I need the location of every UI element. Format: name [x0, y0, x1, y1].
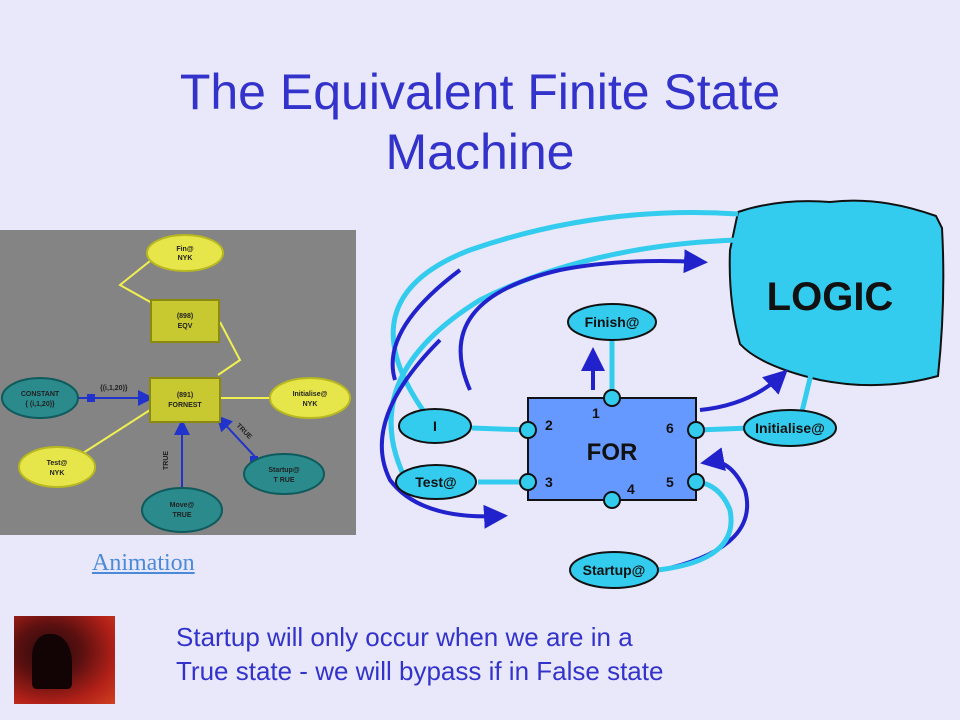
node-eqv-line1: (898) — [177, 313, 193, 320]
port-label-2: 2 — [545, 417, 553, 433]
for-block[interactable]: FOR 1 2 3 4 5 6 — [519, 389, 705, 509]
cyan-arc-inner — [388, 237, 739, 490]
caption-line-1: Startup will only occur when we are in a — [176, 622, 633, 652]
node-startup-line2: T RUE — [274, 477, 295, 484]
port-5 — [687, 473, 705, 491]
horsehead-nebula-thumbnail — [14, 616, 115, 704]
port-6 — [687, 421, 705, 439]
blue-arc-to-logic — [699, 369, 788, 412]
node-eqv[interactable]: (898) EQV — [150, 299, 220, 343]
node-i[interactable]: I — [398, 408, 472, 444]
node-constant-line2: { (i,1,20)} — [25, 401, 55, 408]
blue-arc-left-outer — [379, 338, 508, 529]
node-finish[interactable]: Finish@ — [567, 303, 657, 341]
port-1 — [603, 389, 621, 407]
node-constant[interactable]: CONSTANT { (i,1,20)} — [1, 377, 79, 419]
cyan-i-for — [471, 425, 529, 433]
node-initialise-line1: Initialise@ — [293, 391, 328, 398]
animation-link[interactable]: Animation — [92, 550, 195, 576]
port-label-4: 4 — [627, 481, 635, 497]
node-fornest-line2: FORNEST — [168, 402, 202, 409]
title-line-2: Machine — [385, 124, 575, 180]
node-move[interactable]: Move@ TRUE — [141, 487, 223, 533]
blue-arc-left-big — [390, 268, 462, 381]
node-startup-right[interactable]: Startup@ — [569, 551, 659, 589]
node-fin[interactable]: Fin@ NYK — [146, 234, 224, 272]
port-label-3: 3 — [545, 474, 553, 490]
node-test-right[interactable]: Test@ — [395, 464, 477, 500]
cyan-for-initialise — [697, 425, 751, 433]
right-diagram: LOGIC FOR 1 2 3 4 5 6 — [379, 199, 945, 589]
logic-label: LOGIC — [767, 275, 894, 319]
for-label: FOR — [587, 439, 638, 466]
port-label-1: 1 — [592, 405, 600, 421]
port-3 — [519, 473, 537, 491]
edge-fin-eqv — [118, 252, 161, 304]
node-fornest-line1: (891) — [177, 392, 193, 399]
node-initialise[interactable]: Initialise@ NYK — [269, 377, 351, 419]
node-startup[interactable]: Startup@ T RUE — [243, 453, 325, 495]
nebula-silhouette — [32, 634, 72, 689]
node-fin-line1: Fin@ — [176, 246, 193, 253]
node-test-line1: Test@ — [47, 460, 68, 467]
node-fornest[interactable]: (891) FORNEST — [149, 377, 221, 423]
node-initialise-right-label: Initialise@ — [755, 420, 825, 436]
node-test[interactable]: Test@ NYK — [18, 446, 96, 488]
port-4 — [603, 491, 621, 509]
caption: Startup will only occur when we are in a… — [176, 620, 876, 688]
node-startup-right-label: Startup@ — [583, 562, 646, 578]
node-constant-line1: CONSTANT — [21, 391, 60, 398]
node-fin-line2: NYK — [178, 255, 193, 262]
node-move-line2: TRUE — [172, 512, 191, 519]
node-eqv-line2: EQV — [178, 323, 193, 330]
node-startup-line1: Startup@ — [268, 467, 300, 474]
node-test-line2: NYK — [50, 470, 65, 477]
slide-title: The Equivalent Finite State Machine — [0, 62, 960, 182]
edge-eqv-fornest — [217, 321, 242, 376]
node-move-line1: Move@ — [170, 502, 195, 509]
title-line-1: The Equivalent Finite State — [179, 64, 781, 120]
node-initialise-line2: NYK — [303, 401, 318, 408]
edge-true-label-1: TRUE — [163, 451, 170, 470]
edge-startup-fornest — [216, 415, 259, 461]
blue-arc-top — [458, 249, 708, 391]
left-diagram: Fin@ NYK (898) EQV (891) FORNEST CONSTAN… — [1, 234, 351, 533]
node-test-right-label: Test@ — [415, 474, 456, 490]
node-finish-label: Finish@ — [585, 314, 640, 330]
caption-line-2: True state - we will bypass if in False … — [176, 656, 664, 686]
port-label-6: 6 — [666, 420, 674, 436]
port-2 — [519, 421, 537, 439]
port-label-5: 5 — [666, 474, 674, 490]
node-initialise-right[interactable]: Initialise@ — [743, 409, 837, 447]
constant-edge-handle — [87, 394, 95, 402]
logic-block — [728, 199, 945, 387]
node-i-label: I — [433, 418, 437, 434]
edge-test-fornest — [79, 409, 151, 456]
constant-edge-label: {(i,1,20)} — [100, 385, 128, 392]
cyan-startup-for — [657, 479, 734, 573]
